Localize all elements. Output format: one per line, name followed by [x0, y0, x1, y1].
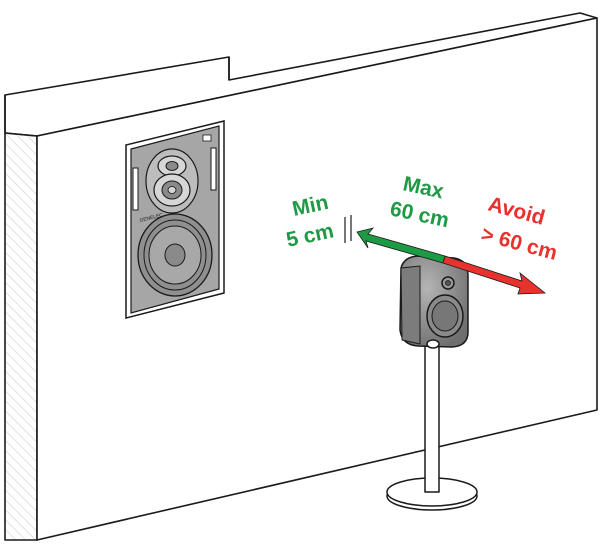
stand-speaker-icon [386, 255, 478, 511]
min-marker [344, 215, 352, 243]
avoid-arrow [442, 255, 547, 295]
in-wall-speaker-icon: GENELEC [125, 120, 225, 319]
brand-label: GENELEC [139, 212, 164, 224]
